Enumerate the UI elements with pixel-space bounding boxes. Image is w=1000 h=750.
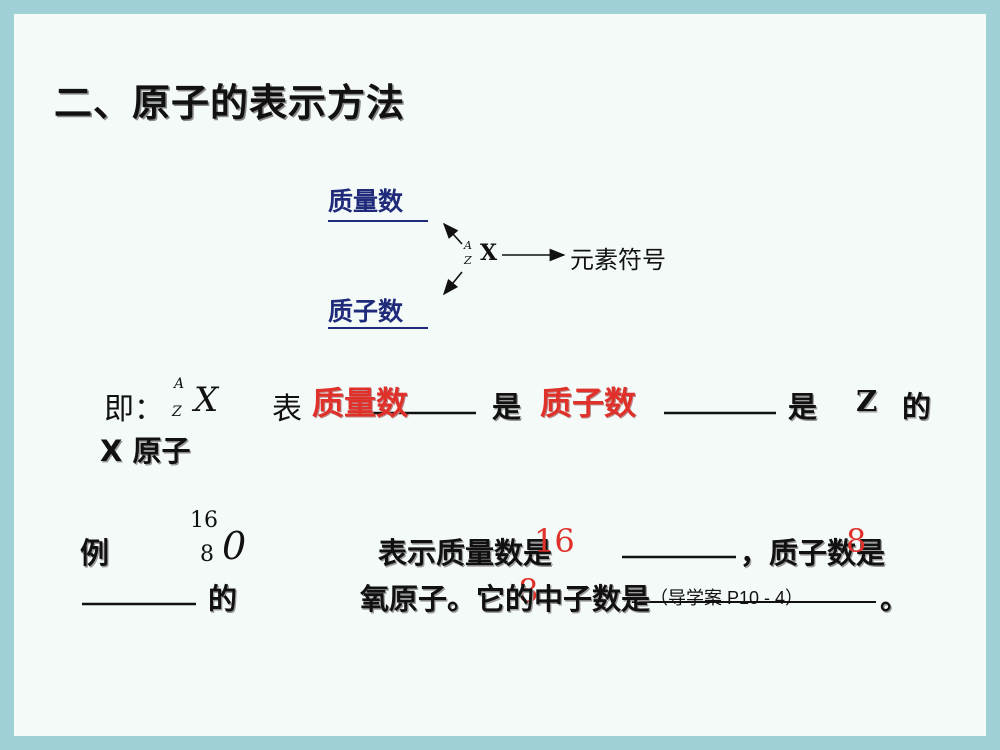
arrow-to-proton-number bbox=[442, 271, 463, 296]
example-answer-proton: 8 bbox=[846, 522, 867, 560]
page-title: 二、原子的表示方法 bbox=[54, 81, 406, 125]
example-answer-z: 8 bbox=[518, 572, 539, 610]
example-atomic-subscript: 8 bbox=[200, 542, 214, 567]
line1-answer-proton-number: 质子数 bbox=[540, 384, 637, 422]
line1-nuclide-symbol: X bbox=[194, 380, 219, 420]
example-reference-note: （导学案 P10 - 4） bbox=[650, 588, 804, 608]
example-mass-superscript: 16 bbox=[190, 508, 218, 533]
line1-z: Z bbox=[856, 384, 878, 418]
example-text1: 表示质量数是 bbox=[378, 536, 553, 570]
line1-biao: 表 bbox=[272, 392, 302, 427]
arrow-to-mass-number bbox=[442, 222, 463, 245]
line1-x-atom: X 原子 bbox=[100, 434, 191, 468]
example-li: 例 bbox=[80, 536, 110, 570]
line1-shi2: 是 bbox=[788, 390, 818, 424]
example-answer-mass: 16 bbox=[534, 522, 575, 560]
line1-shi: 是 bbox=[492, 390, 522, 424]
line1-de: 的 bbox=[902, 390, 932, 424]
diagram-nuclide-sub: Z bbox=[464, 254, 472, 267]
diagram-mass-number-label: 质量数 bbox=[328, 187, 404, 216]
diagram-proton-number-label: 质子数 bbox=[328, 297, 404, 326]
line1-nuclide-sub: Z bbox=[172, 404, 182, 420]
diagram-proton-number-underline bbox=[328, 327, 428, 329]
diagram-arrows bbox=[82, 222, 876, 606]
example-de: 的 bbox=[208, 582, 238, 616]
diagram-element-symbol-label: 元素符号 bbox=[570, 246, 666, 274]
diagram-mass-number-underline bbox=[328, 220, 428, 222]
diagram-nuclide-sup: A bbox=[464, 239, 472, 252]
example-period: 。 bbox=[880, 582, 910, 616]
slide: 二、原子的表示方法 质量数 质子数 A Z X 元素符号 即： A Z X 表 … bbox=[14, 14, 986, 736]
diagram-nuclide-symbol: X bbox=[480, 240, 498, 266]
example-text3: 氧原子。它的中子数是 bbox=[360, 582, 651, 616]
example-element-symbol: 0 bbox=[222, 524, 247, 568]
line1-ji: 即： bbox=[104, 392, 164, 427]
line1-answer-mass-number: 质量数 bbox=[312, 384, 409, 422]
example-text2: ，质子数是 bbox=[740, 536, 886, 570]
line1-nuclide-sup: A bbox=[174, 376, 185, 392]
